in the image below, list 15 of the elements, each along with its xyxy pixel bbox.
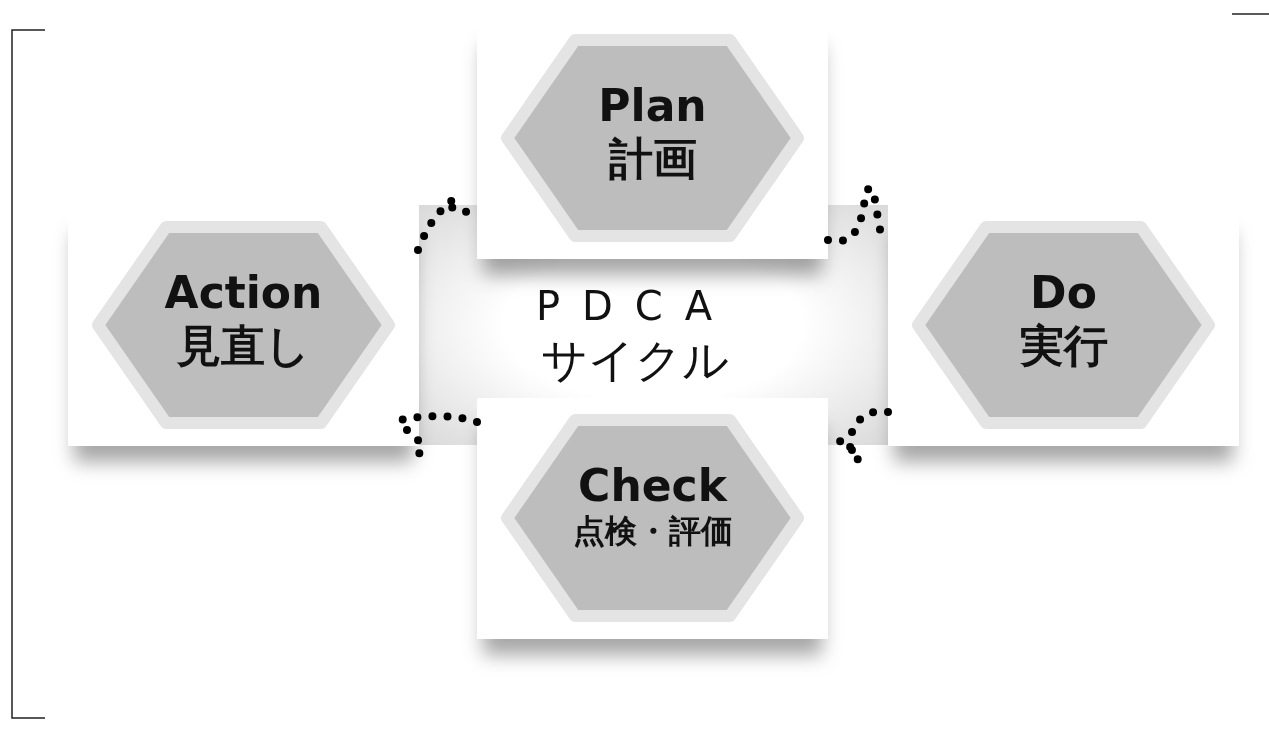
step-subtitle: 点検・評価 bbox=[571, 511, 734, 552]
step-subtitle: 計画 bbox=[607, 132, 698, 186]
process-card bbox=[68, 205, 419, 446]
step-title: Do bbox=[1029, 267, 1098, 318]
process-card bbox=[477, 18, 828, 259]
cycle-title: サイクル bbox=[540, 332, 730, 389]
process-card bbox=[888, 205, 1239, 446]
step-title: Check bbox=[577, 460, 729, 511]
step-subtitle: 見直し bbox=[176, 319, 311, 373]
cycle-title: PDCA bbox=[534, 283, 736, 329]
dotted-connector bbox=[396, 412, 481, 459]
step-title: Plan bbox=[597, 80, 708, 131]
step-title: Action bbox=[163, 267, 324, 318]
step-subtitle: 実行 bbox=[1018, 319, 1109, 373]
process-card bbox=[477, 398, 828, 639]
